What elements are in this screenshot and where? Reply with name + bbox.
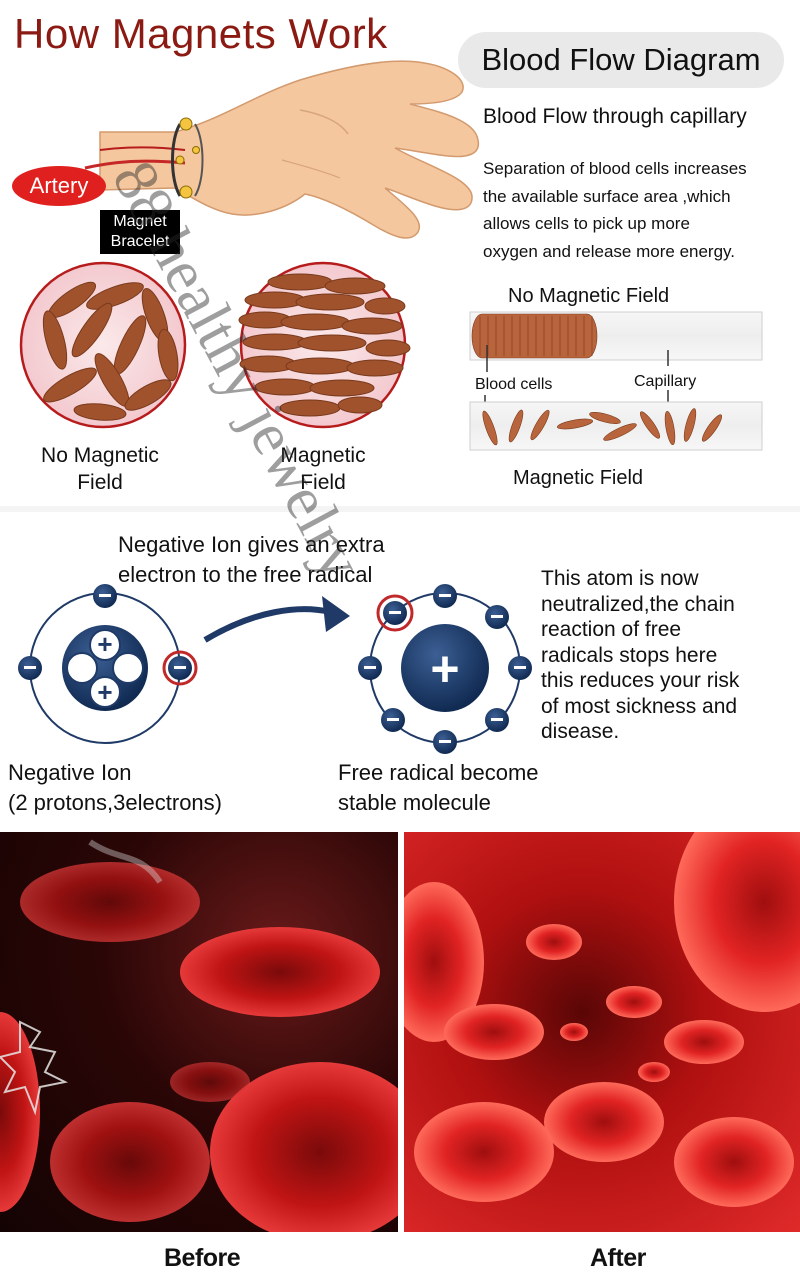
artery-label: Artery [12, 166, 106, 206]
svg-text:+: + [97, 677, 112, 707]
blood-flow-heading: Blood Flow Diagram [458, 32, 784, 88]
hand-illustration [99, 60, 480, 239]
after-label: After [590, 1244, 646, 1272]
capillary-description: Separation of blood cells increases the … [483, 159, 747, 261]
before-photo [0, 832, 398, 1232]
svg-text:+: + [97, 629, 112, 659]
capillary-no-field-label: No Magnetic Field [508, 285, 670, 307]
capillary-subtitle: Blood Flow through capillary [483, 105, 747, 128]
neutralized-description: This atom is now neutralized,the chain r… [541, 567, 740, 743]
page-title: How Magnets Work [14, 10, 388, 57]
after-photo [404, 832, 800, 1232]
before-label: Before [164, 1244, 241, 1272]
magnet-diagram-illustration: + + + [0, 60, 800, 754]
before-blood-cells-image [0, 839, 398, 1232]
transfer-arrow [203, 606, 331, 643]
capillary-no-field-tube [469, 311, 763, 361]
no-magnetic-field-label: No Magnetic Field [41, 444, 159, 494]
svg-text:+: + [430, 641, 459, 697]
no-magnetic-field-circle [19, 261, 187, 429]
after-blood-cells-image [404, 832, 800, 1207]
magnet-bracelet-label: Magnet Bracelet [100, 210, 180, 254]
capillary-magnetic-field-tube [469, 401, 763, 451]
negative-ion-atom: + + [18, 584, 198, 744]
magnetic-field-circle [238, 261, 411, 429]
artery-line [84, 159, 186, 170]
magnetic-field-label: Magnetic Field [280, 444, 366, 494]
capillary-magnetic-field-label: Magnetic Field [513, 467, 644, 489]
free-radical-caption: Free radical become stable molecule [338, 760, 539, 815]
negative-ion-caption: Negative Ion (2 protons,3electrons) [8, 760, 222, 815]
magnet-bracelet-illustration [171, 117, 204, 199]
capillary-label: Capillary [634, 373, 697, 390]
arrow-caption: Negative Ion gives an extra electron to … [118, 532, 385, 587]
stable-molecule-atom: + [358, 584, 532, 754]
blood-cells-label: Blood cells [475, 376, 553, 393]
